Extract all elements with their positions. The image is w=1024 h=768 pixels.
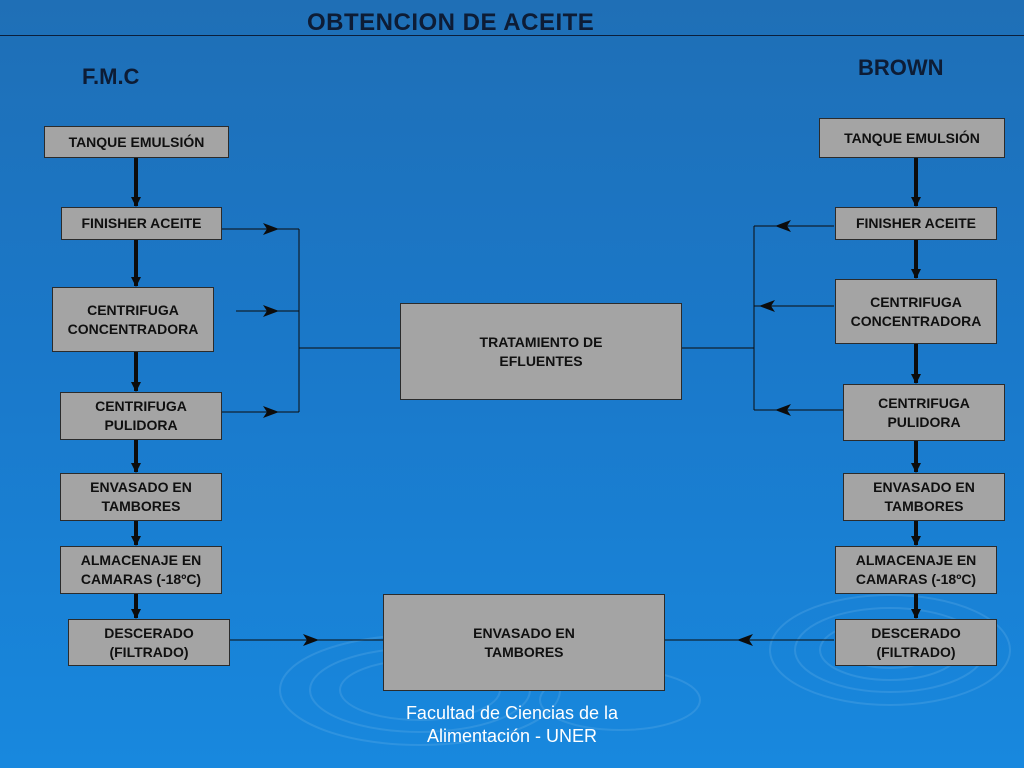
tratamiento-efluentes: TRATAMIENTO DE EFLUENTES (400, 303, 682, 400)
fmc-envasado-tambores: ENVASADO EN TAMBORES (60, 473, 222, 521)
brown-finisher-aceite: FINISHER ACEITE (835, 207, 997, 240)
brown-almacenaje-camaras: ALMACENAJE EN CAMARAS (-18ºC) (835, 546, 997, 594)
brown-tanque-emulsion: TANQUE EMULSIÓN (819, 118, 1005, 158)
brown-label: BROWN (858, 55, 944, 80)
fmc-centrifuga-concentradora: CENTRIFUGA CONCENTRADORA (52, 287, 214, 352)
fmc-label: F.M.C (82, 64, 140, 89)
fmc-almacenaje-camaras: ALMACENAJE EN CAMARAS (-18ºC) (60, 546, 222, 594)
page-title: OBTENCION DE ACEITE (307, 9, 595, 36)
brown-centrifuga-concentradora: CENTRIFUGA CONCENTRADORA (835, 279, 997, 344)
footer-institution: Facultad de Ciencias de la Alimentación … (405, 703, 619, 746)
fmc-descerado: DESCERADO (FILTRADO) (68, 619, 230, 666)
fmc-tanque-emulsion: TANQUE EMULSIÓN (44, 126, 229, 158)
fmc-centrifuga-pulidora: CENTRIFUGA PULIDORA (60, 392, 222, 440)
fmc-finisher-aceite: FINISHER ACEITE (61, 207, 222, 240)
brown-descerado: DESCERADO (FILTRADO) (835, 619, 997, 666)
brown-envasado-tambores: ENVASADO EN TAMBORES (843, 473, 1005, 521)
brown-centrifuga-pulidora: CENTRIFUGA PULIDORA (843, 384, 1005, 441)
envasado-tambores-final: ENVASADO EN TAMBORES (383, 594, 665, 691)
title-rule (0, 35, 1024, 36)
